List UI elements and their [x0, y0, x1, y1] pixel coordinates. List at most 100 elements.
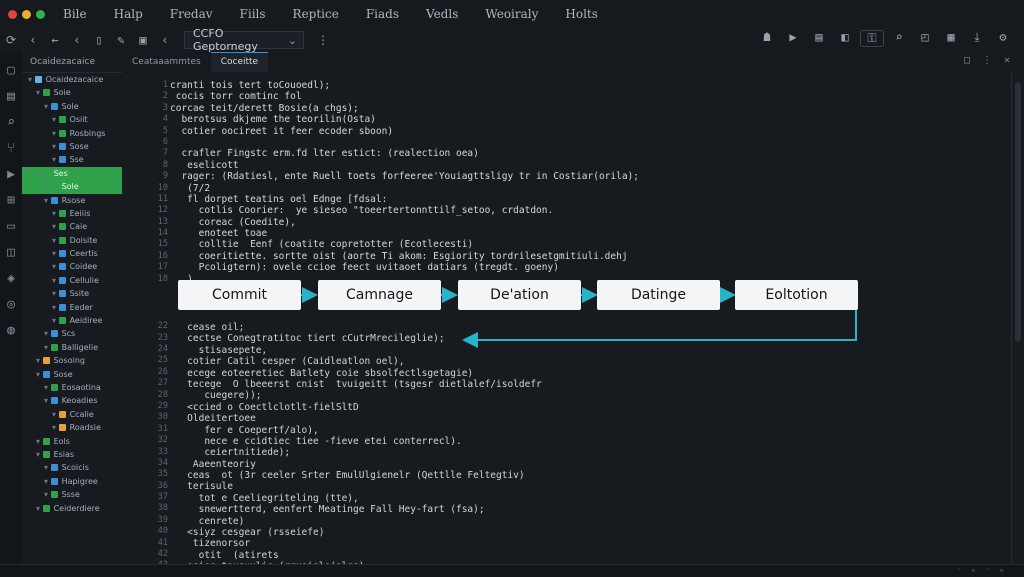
chevron-down-icon[interactable]: ▾: [44, 329, 51, 339]
chevron-down-icon[interactable]: ⌄: [287, 33, 297, 47]
tree-item[interactable]: ▾ Sose: [22, 140, 122, 153]
chevron-down-icon[interactable]: ▾: [52, 222, 59, 232]
chevron-down-icon[interactable]: ▾: [52, 128, 59, 138]
path-input[interactable]: CCFO Geptornegy ⌄: [184, 27, 304, 53]
bookmark-icon[interactable]: ◈: [7, 271, 15, 286]
tree-item[interactable]: ▾ Roadsie: [22, 421, 122, 434]
explorer-icon[interactable]: ▢: [7, 63, 15, 78]
chevron-down-icon[interactable]: ▾: [36, 369, 43, 379]
search-panel-icon[interactable]: ⌕: [7, 115, 15, 130]
debug-panel-icon[interactable]: ▶: [7, 167, 15, 182]
editor-scrollbar[interactable]: [1011, 72, 1024, 564]
chevron-down-icon[interactable]: ▾: [52, 235, 59, 245]
menu-item-6[interactable]: Fiads: [365, 7, 400, 21]
database-icon[interactable]: ◫: [7, 245, 15, 260]
chevron-down-icon[interactable]: ▾: [52, 155, 59, 165]
menu-item-9[interactable]: Holts: [565, 7, 598, 21]
menu-item-7[interactable]: Vedls: [426, 7, 459, 21]
panel-icon[interactable]: ▦: [947, 30, 955, 44]
save-icon[interactable]: ▣: [139, 33, 147, 47]
chevron-down-icon[interactable]: ▾: [44, 382, 51, 392]
chevron-down-icon[interactable]: ▾: [36, 436, 43, 446]
tree-item[interactable]: ▾ Osiit: [22, 113, 122, 126]
maximize-window-button[interactable]: [36, 9, 45, 19]
scroll-thumb[interactable]: [1015, 82, 1021, 342]
tree-item[interactable]: ▾ Caie: [22, 220, 122, 233]
tree-item[interactable]: ▾ Esias: [22, 448, 122, 461]
lock-icon[interactable]: ⚿: [860, 30, 884, 47]
tree-item[interactable]: ▾ Ccalie: [22, 408, 122, 421]
menu-item-8[interactable]: Weoiraly: [485, 7, 539, 21]
minimize-window-button[interactable]: [22, 9, 31, 19]
tree-item[interactable]: ▾ Sole: [22, 180, 122, 194]
tree-item[interactable]: ▾ Sose: [22, 368, 122, 381]
back-arrow-icon[interactable]: ←: [51, 33, 59, 47]
tree-item[interactable]: ▾ Sosoing: [22, 354, 122, 367]
close-icon[interactable]: ✕: [1003, 55, 1010, 66]
document-icon[interactable]: ▯: [95, 33, 103, 47]
account-icon[interactable]: ◍: [7, 323, 15, 338]
chevron-down-icon[interactable]: ▾: [44, 195, 51, 205]
tree-item[interactable]: ▾ Eosaotina: [22, 381, 122, 394]
tab-2-active[interactable]: Coceitte: [210, 52, 269, 72]
tree-item[interactable]: ▾ Eeiiis: [22, 207, 122, 220]
tree-item[interactable]: ▾ Hapigree: [22, 475, 122, 488]
chevron-down-icon[interactable]: ▾: [28, 75, 35, 84]
tree-item[interactable]: ▾ Ocaidezacaice: [22, 73, 122, 86]
chevron-down-icon[interactable]: ▾: [36, 88, 43, 98]
chevron-down-icon[interactable]: ▾: [52, 302, 59, 312]
search-icon[interactable]: ⌕: [895, 30, 903, 44]
chevron-down-icon[interactable]: ▾: [52, 289, 59, 299]
tree-item[interactable]: ▾ Aeidiree: [22, 314, 122, 327]
tree-item[interactable]: ▾ Coidee: [22, 260, 122, 273]
chevron-down-icon[interactable]: ▾: [44, 342, 51, 352]
chat-icon[interactable]: ◰: [921, 30, 929, 44]
more-icon[interactable]: ⋮: [981, 55, 992, 66]
chevron-down-icon[interactable]: ▾: [52, 316, 59, 326]
tree-item[interactable]: ▾ Ssse: [22, 488, 122, 501]
refresh-icon[interactable]: ⟳: [5, 33, 17, 47]
tree-item[interactable]: ▾ Scs: [22, 327, 122, 340]
files-icon[interactable]: ▤: [7, 89, 15, 104]
split-editor-icon[interactable]: □: [963, 55, 970, 66]
tree-item[interactable]: ▾ Soie: [22, 86, 122, 99]
tree-item[interactable]: ▾ Keoadies: [22, 394, 122, 407]
menu-item-4[interactable]: Fiils: [239, 7, 266, 21]
menu-item-5[interactable]: Reptice: [292, 7, 339, 21]
pencil-icon[interactable]: ✎: [117, 33, 125, 47]
chevron-down-icon[interactable]: ▾: [36, 168, 43, 178]
debug-icon[interactable]: ☗: [763, 30, 771, 44]
tree-item[interactable]: ▾ Rsose: [22, 194, 122, 207]
chevron-down-icon[interactable]: ▾: [44, 463, 51, 473]
chevron-down-icon[interactable]: ▾: [52, 423, 59, 433]
chevron-down-icon[interactable]: ▾: [44, 476, 51, 486]
extensions-icon[interactable]: ◧: [841, 30, 849, 44]
tree-item[interactable]: ▾ Eeder: [22, 301, 122, 314]
tree-item[interactable]: ▾ Sse: [22, 153, 122, 166]
layout-icon[interactable]: ▤: [815, 30, 823, 44]
menu-item-3[interactable]: Fredav: [169, 7, 213, 21]
tree-item[interactable]: ▾ Doisite: [22, 234, 122, 247]
tree-item[interactable]: ▾ Scoicis: [22, 461, 122, 474]
tree-item[interactable]: ▾ Ceiderdiere: [22, 502, 122, 515]
chevron-down-icon[interactable]: ▾: [52, 275, 59, 285]
chevron-down-icon[interactable]: ▾: [52, 249, 59, 259]
test-icon[interactable]: ◎: [7, 297, 15, 312]
code-block-bottom[interactable]: cease oil; cectse Conegtratitoc tiert cC…: [170, 322, 542, 573]
tree-item[interactable]: ▾ Ssite: [22, 287, 122, 300]
chevron-down-icon[interactable]: ▾: [44, 101, 51, 111]
chevron-down-icon[interactable]: ▾: [52, 262, 59, 272]
menu-item-2[interactable]: Halp: [113, 7, 143, 21]
split-icon[interactable]: ⋮: [317, 33, 329, 47]
chevron-down-icon[interactable]: ▾: [52, 115, 59, 125]
chevron-down-icon[interactable]: ▾: [44, 182, 51, 192]
tree-item[interactable]: ▾ Ceertis: [22, 247, 122, 260]
close-window-button[interactable]: [8, 9, 17, 19]
menu-item-1[interactable]: Bile: [63, 7, 87, 21]
tree-item[interactable]: ▾ Cellulie: [22, 274, 122, 287]
run-icon[interactable]: ▶: [789, 30, 797, 44]
gear-icon[interactable]: ⚙: [999, 30, 1007, 44]
chevron-down-icon[interactable]: ▾: [44, 396, 51, 406]
chevron-down-icon[interactable]: ▾: [52, 141, 59, 151]
